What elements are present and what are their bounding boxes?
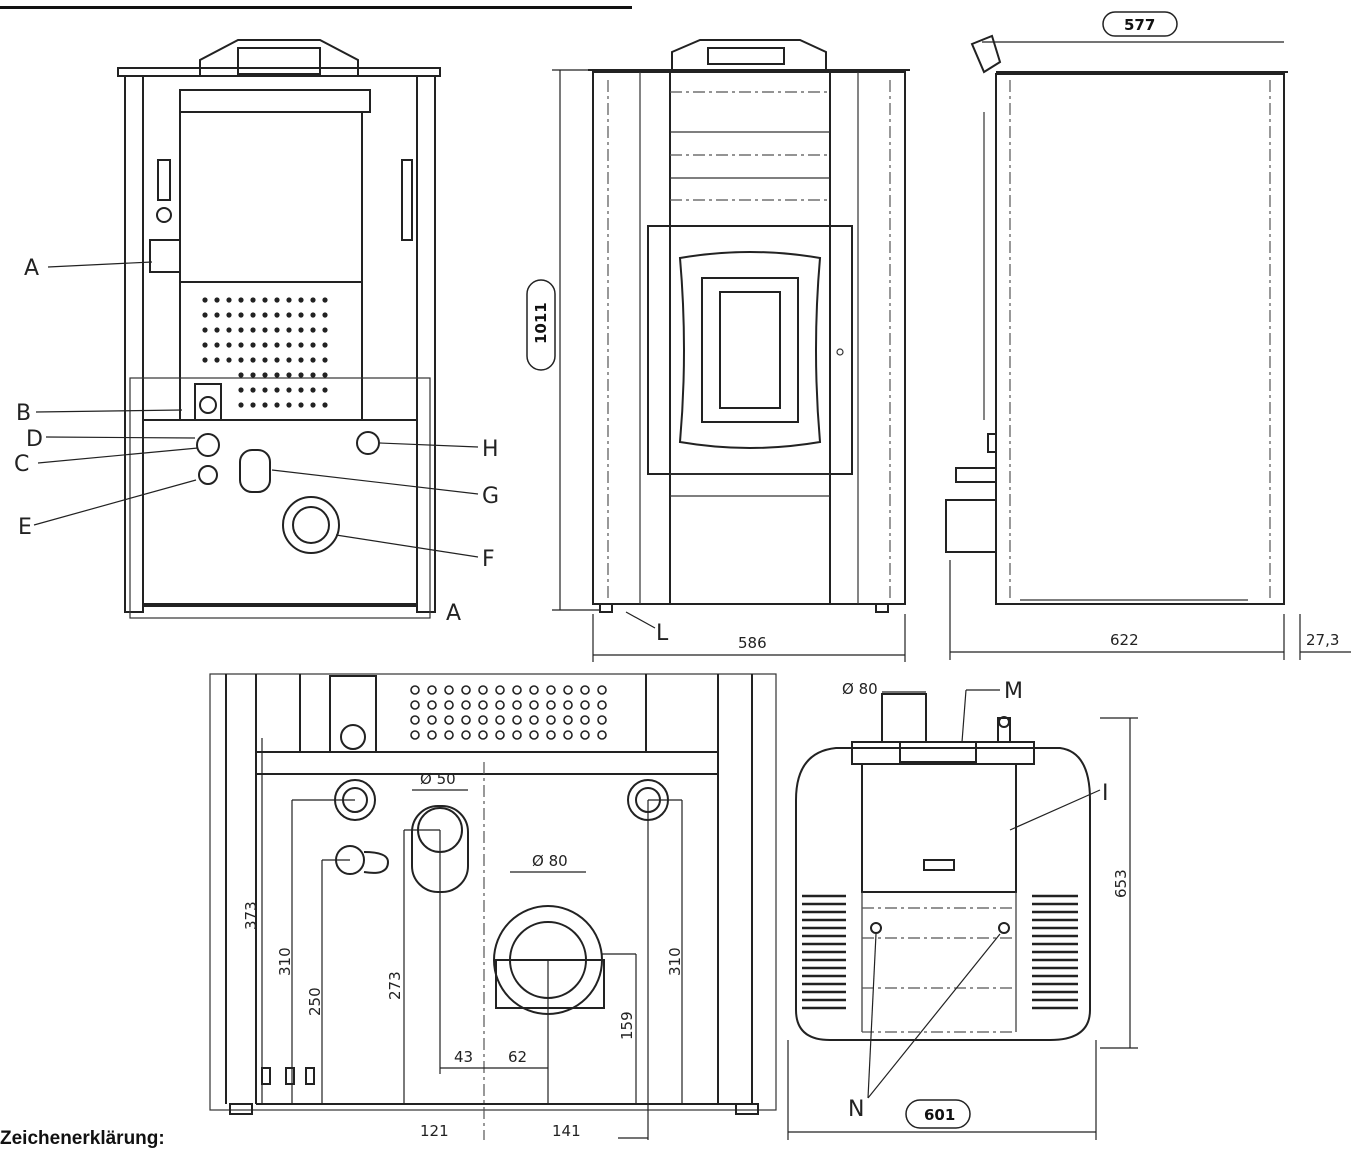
- dim-141: 141: [552, 1122, 581, 1140]
- dim-373: 373: [242, 901, 260, 930]
- label-a-left: A: [24, 256, 39, 281]
- label-e: E: [18, 515, 32, 540]
- dim-diam-80: Ø 80: [532, 852, 568, 870]
- dim-height-front: 1011: [532, 302, 550, 344]
- dim-159: 159: [618, 1011, 636, 1040]
- dim-diam-50: Ø 50: [420, 770, 456, 788]
- detail-view: [209, 673, 777, 1140]
- dim-width-front: 586: [738, 634, 767, 652]
- top-rule: [0, 6, 632, 9]
- dim-diam-top: Ø 80: [842, 680, 878, 698]
- label-i: I: [1102, 781, 1109, 806]
- side-dimensions: [949, 11, 1351, 660]
- dim-width-top: 601: [924, 1106, 955, 1124]
- label-d: D: [26, 427, 43, 452]
- dim-side-offset: 27,3: [1306, 631, 1339, 649]
- dim-310-right: 310: [666, 947, 684, 976]
- rear-view-leaders: [33, 261, 479, 558]
- detail-dimensions: [261, 738, 683, 1140]
- detail-vent-grille: [410, 685, 607, 740]
- right-vent-slots: [1032, 894, 1078, 1010]
- legend-title: Zeichenerklärung:: [0, 1128, 165, 1149]
- label-b: B: [16, 401, 31, 426]
- dim-depth-top: 653: [1112, 869, 1130, 898]
- left-vent-slots: [802, 894, 846, 1010]
- dim-62: 62: [508, 1048, 527, 1066]
- dim-43: 43: [454, 1048, 473, 1066]
- front-view: [588, 39, 910, 613]
- label-l: L: [656, 621, 669, 646]
- side-view: [945, 34, 1288, 605]
- rear-vent-grille: [202, 297, 328, 408]
- label-f: F: [482, 547, 495, 572]
- dim-width-top-side: 577: [1124, 16, 1155, 34]
- dim-depth-side: 622: [1110, 631, 1139, 649]
- label-c: C: [14, 452, 29, 477]
- rear-view: [117, 39, 441, 619]
- dim-121: 121: [420, 1122, 449, 1140]
- dim-310-left: 310: [276, 947, 294, 976]
- dim-250: 250: [306, 987, 324, 1016]
- label-a-bottom: A: [446, 601, 461, 626]
- top-dimensions: [787, 689, 1138, 1140]
- label-n: N: [848, 1097, 864, 1122]
- front-dimensions: [526, 69, 906, 662]
- dim-273: 273: [386, 971, 404, 1000]
- label-g: G: [482, 484, 499, 509]
- label-m: M: [1004, 679, 1023, 704]
- label-h: H: [482, 437, 499, 462]
- top-view: [795, 693, 1091, 1041]
